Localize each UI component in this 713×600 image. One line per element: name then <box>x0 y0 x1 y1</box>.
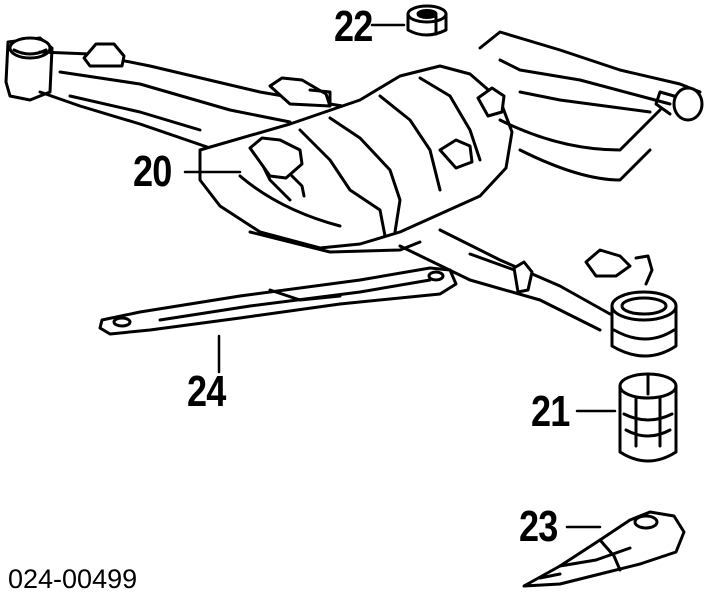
part-20-subframe <box>4 30 704 332</box>
part-22-bushing <box>406 4 448 37</box>
callout-24: 24 <box>187 367 226 416</box>
part-21-bushing <box>618 372 678 463</box>
part-24-strut-brace <box>98 266 458 336</box>
part-23-bracket <box>522 510 686 588</box>
callout-21: 21 <box>531 387 570 436</box>
callout-20: 20 <box>133 147 172 196</box>
part-21-bushing-installed <box>610 290 678 358</box>
callout-22: 22 <box>334 2 373 51</box>
callout-23: 23 <box>519 502 558 551</box>
leader-lines <box>183 23 617 529</box>
part-number-code: 024-00499 <box>8 564 138 594</box>
